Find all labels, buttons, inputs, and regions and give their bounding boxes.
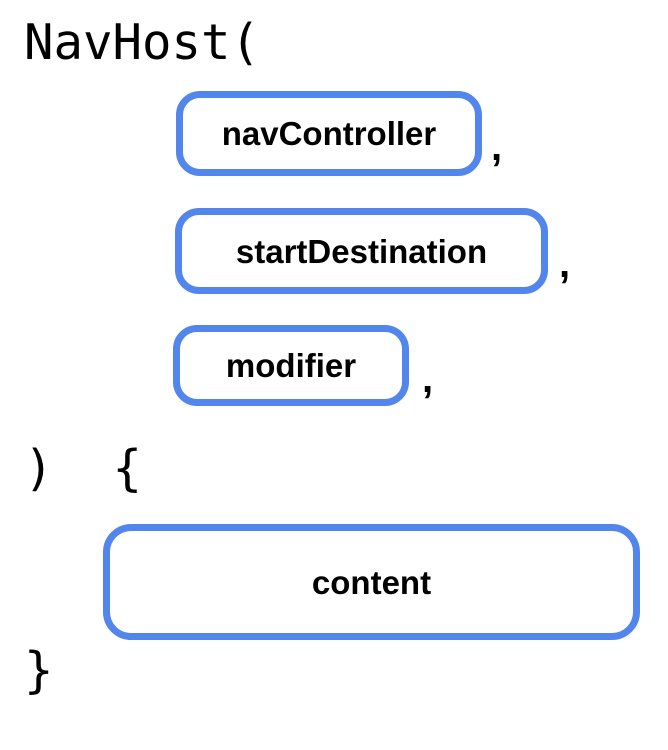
code-line-close-brace: } [24, 642, 54, 699]
parameter-label-start-destination: startDestination [235, 232, 488, 270]
parameter-row-modifier: modifier , [173, 325, 433, 406]
code-line-navhost-open: NavHost( [24, 14, 261, 71]
code-line-close-paren-open-brace: ) { [24, 440, 143, 497]
parameter-box-modifier[interactable]: modifier [173, 325, 409, 406]
parameter-box-nav-controller[interactable]: navController [176, 91, 482, 176]
parameter-separator-nav-controller: , [491, 124, 503, 169]
parameter-label-nav-controller: navController [221, 115, 437, 152]
parameter-row-nav-controller: navController , [176, 91, 502, 176]
parameter-separator-modifier: , [422, 356, 434, 401]
parameter-row-content: content [103, 524, 640, 640]
parameter-separator-start-destination: , [559, 242, 571, 286]
parameter-row-start-destination: startDestination , [175, 208, 570, 294]
parameter-label-content: content [311, 563, 432, 601]
parameter-box-content[interactable]: content [103, 524, 640, 640]
parameter-box-start-destination[interactable]: startDestination [175, 208, 548, 294]
parameter-label-modifier: modifier [225, 347, 357, 384]
